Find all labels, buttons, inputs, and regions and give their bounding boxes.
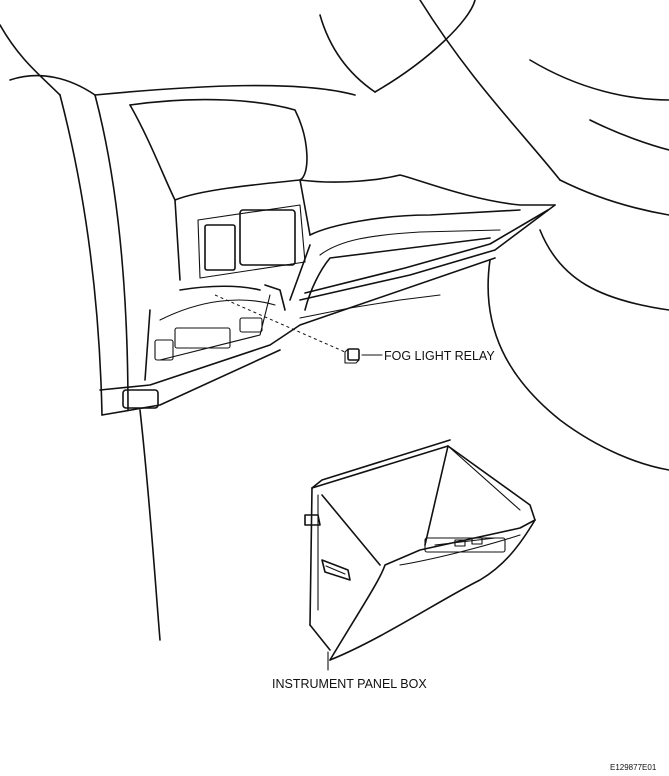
instrument-panel-box-label: INSTRUMENT PANEL BOX [272, 677, 427, 691]
fog-light-relay [214, 294, 383, 364]
vehicle-interior-outline [0, 0, 669, 641]
fog-light-relay-label: FOG LIGHT RELAY [384, 349, 495, 363]
figure-code: E129877E01 [610, 763, 657, 772]
instrument-panel-box [304, 439, 536, 671]
dashboard-lower-panel [99, 98, 556, 416]
